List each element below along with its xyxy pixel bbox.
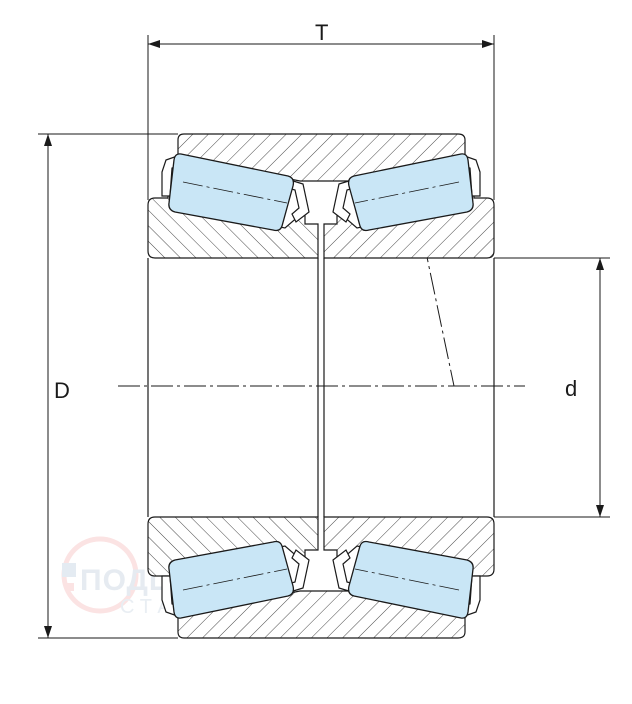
label-D: D (54, 378, 70, 403)
roller-left-top (168, 153, 295, 232)
dimension-T (148, 40, 494, 48)
roller-right-top (347, 153, 474, 232)
extension-lines (38, 35, 610, 639)
dimension-D (44, 134, 52, 638)
label-T: T (315, 20, 328, 45)
dimension-d (596, 258, 604, 517)
roller-right-bottom (347, 540, 474, 619)
roller-left-bottom (168, 540, 295, 619)
bore (147, 258, 495, 517)
label-d: d (565, 376, 577, 401)
